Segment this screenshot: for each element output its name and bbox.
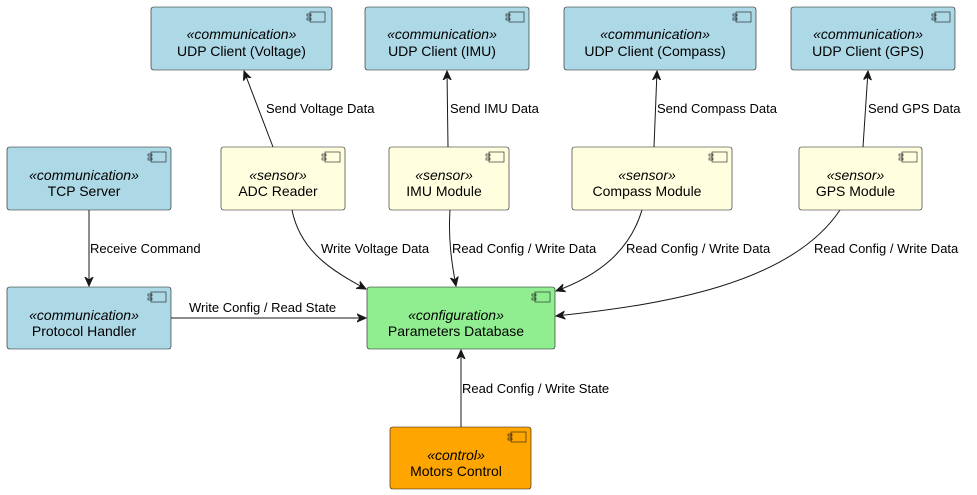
node-stereotype: «communication» (813, 26, 923, 42)
component-icon (898, 151, 918, 163)
edge-label-gps-rw: Read Config / Write Data (814, 241, 959, 256)
node-stereotype: «sensor» (827, 167, 885, 183)
node-name: UDP Client (Compass) (584, 43, 725, 59)
component-icon (931, 11, 951, 23)
node-name: Protocol Handler (32, 323, 137, 339)
edge-compass-rw (556, 209, 643, 291)
edge-label-send-compass: Send Compass Data (657, 101, 778, 116)
edge-label-send-voltage: Send Voltage Data (266, 101, 375, 116)
node-gps-module[interactable]: «sensor» GPS Module (798, 146, 923, 211)
node-stereotype: «communication» (29, 307, 139, 323)
edge-send-voltage (244, 71, 274, 148)
node-tcp-server[interactable]: «communication» TCP Server (6, 146, 172, 211)
node-compass-module[interactable]: «sensor» Compass Module (571, 146, 733, 211)
node-name: Motors Control (410, 463, 502, 479)
node-udp-client-imu[interactable]: «communication» UDP Client (IMU) (364, 6, 530, 71)
component-icon (505, 11, 525, 23)
edge-imu-rw (448, 209, 456, 286)
component-icon (485, 151, 505, 163)
component-icon (147, 151, 167, 163)
component-icon (147, 291, 167, 303)
edge-send-compass (654, 71, 657, 148)
node-name: TCP Server (48, 183, 121, 199)
component-icon (708, 151, 728, 163)
nodes: «communication» UDP Client (Voltage) «co… (6, 6, 956, 490)
node-name: Compass Module (593, 183, 702, 199)
node-name: UDP Client (Voltage) (177, 43, 306, 59)
node-stereotype: «sensor» (415, 167, 473, 183)
node-name: UDP Client (IMU) (388, 43, 496, 59)
node-stereotype: «sensor» (249, 167, 307, 183)
node-name: Parameters Database (388, 323, 524, 339)
edge-label-send-gps: Send GPS Data (868, 101, 961, 116)
node-stereotype: «communication» (600, 26, 710, 42)
edge-label-send-imu: Send IMU Data (450, 101, 540, 116)
node-name: UDP Client (GPS) (812, 43, 924, 59)
component-icon (321, 151, 341, 163)
node-name: IMU Module (406, 183, 482, 199)
component-icon (306, 11, 326, 23)
node-name: ADC Reader (238, 183, 318, 199)
edge-send-gps (863, 71, 868, 148)
node-name: GPS Module (816, 183, 896, 199)
node-udp-client-compass[interactable]: «communication» UDP Client (Compass) (563, 6, 757, 71)
edge-label-protocol-rw: Write Config / Read State (189, 300, 336, 315)
node-stereotype: «communication» (29, 167, 139, 183)
edge-label-imu-rw: Read Config / Write Data (452, 241, 597, 256)
edges: Send Voltage Data Send IMU Data Send Com… (89, 71, 961, 427)
component-icon (732, 11, 752, 23)
node-udp-client-voltage[interactable]: «communication» UDP Client (Voltage) (150, 6, 333, 71)
node-stereotype: «configuration» (408, 307, 504, 323)
node-stereotype: «communication» (187, 26, 297, 42)
node-stereotype: «control» (427, 447, 485, 463)
edge-label-write-voltage: Write Voltage Data (321, 241, 430, 256)
edge-label-compass-rw: Read Config / Write Data (626, 241, 771, 256)
node-stereotype: «communication» (387, 26, 497, 42)
edge-label-motors-rw: Read Config / Write State (462, 381, 609, 396)
node-stereotype: «sensor» (618, 167, 676, 183)
edge-send-imu (447, 71, 448, 148)
component-icon (531, 291, 551, 303)
node-udp-client-gps[interactable]: «communication» UDP Client (GPS) (790, 6, 956, 71)
edge-gps-rw (556, 209, 841, 316)
node-adc-reader[interactable]: «sensor» ADC Reader (220, 146, 346, 211)
component-icon (507, 431, 527, 443)
node-parameters-database[interactable]: «configuration» Parameters Database (366, 286, 556, 350)
edge-write-voltage (291, 209, 366, 289)
node-imu-module[interactable]: «sensor» IMU Module (388, 146, 510, 211)
node-protocol-handler[interactable]: «communication» Protocol Handler (6, 286, 172, 350)
node-motors-control[interactable]: «control» Motors Control (389, 426, 532, 490)
edge-label-receive-command: Receive Command (90, 241, 201, 256)
